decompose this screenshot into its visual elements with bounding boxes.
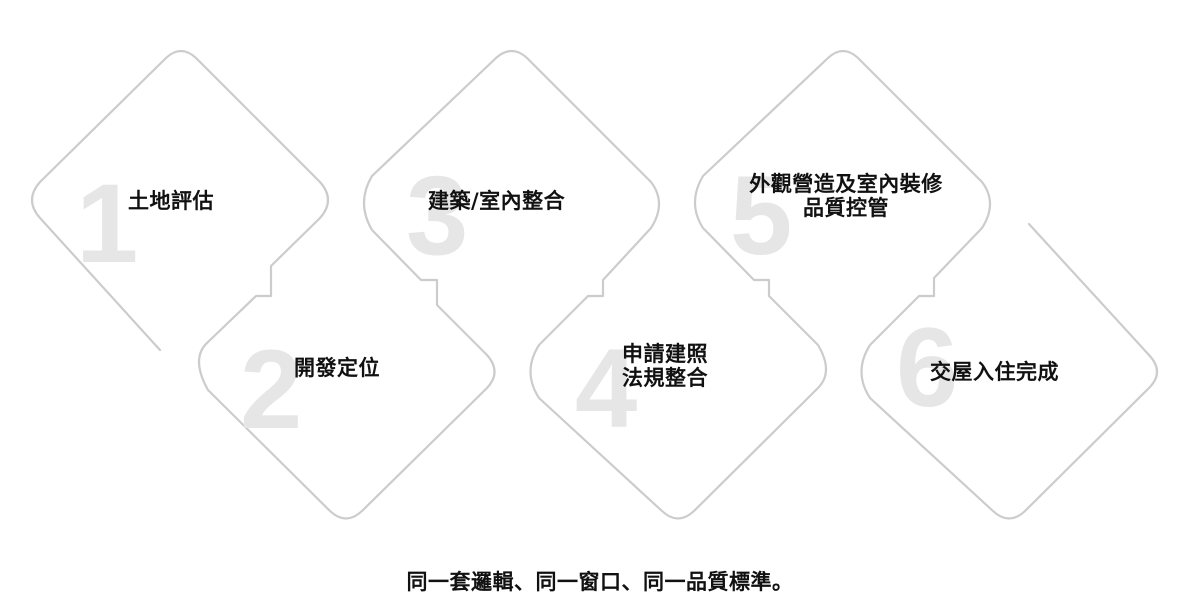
- step-6-number: 6: [896, 305, 959, 430]
- step-5-label: 外觀營造及室內裝修 品質控管: [726, 172, 966, 220]
- step-4-number: 4: [575, 326, 638, 451]
- footer-tagline: 同一套邏輯、同一窗口、同一品質標準。: [406, 570, 794, 594]
- diamond-1-outline: [30, 49, 1159, 520]
- step-1-label: 土地評估: [128, 189, 214, 213]
- step-5-label-line1: 外觀營造及室內裝修: [749, 172, 943, 196]
- step-2-number: 2: [240, 327, 303, 452]
- step-4-label-line2: 法規整合: [622, 366, 708, 390]
- step-4-label: 申請建照 法規整合: [622, 342, 708, 390]
- step-3-number: 3: [406, 153, 469, 278]
- step-2-label: 開發定位: [294, 356, 380, 380]
- step-5-number: 5: [730, 153, 793, 278]
- step-3-label: 建築/室內整合: [428, 189, 566, 213]
- step-1-number: 1: [76, 161, 139, 286]
- step-5-label-line2: 品質控管: [803, 196, 889, 220]
- step-4-label-line1: 申請建照: [622, 342, 708, 366]
- step-6-label: 交屋入住完成: [930, 360, 1059, 384]
